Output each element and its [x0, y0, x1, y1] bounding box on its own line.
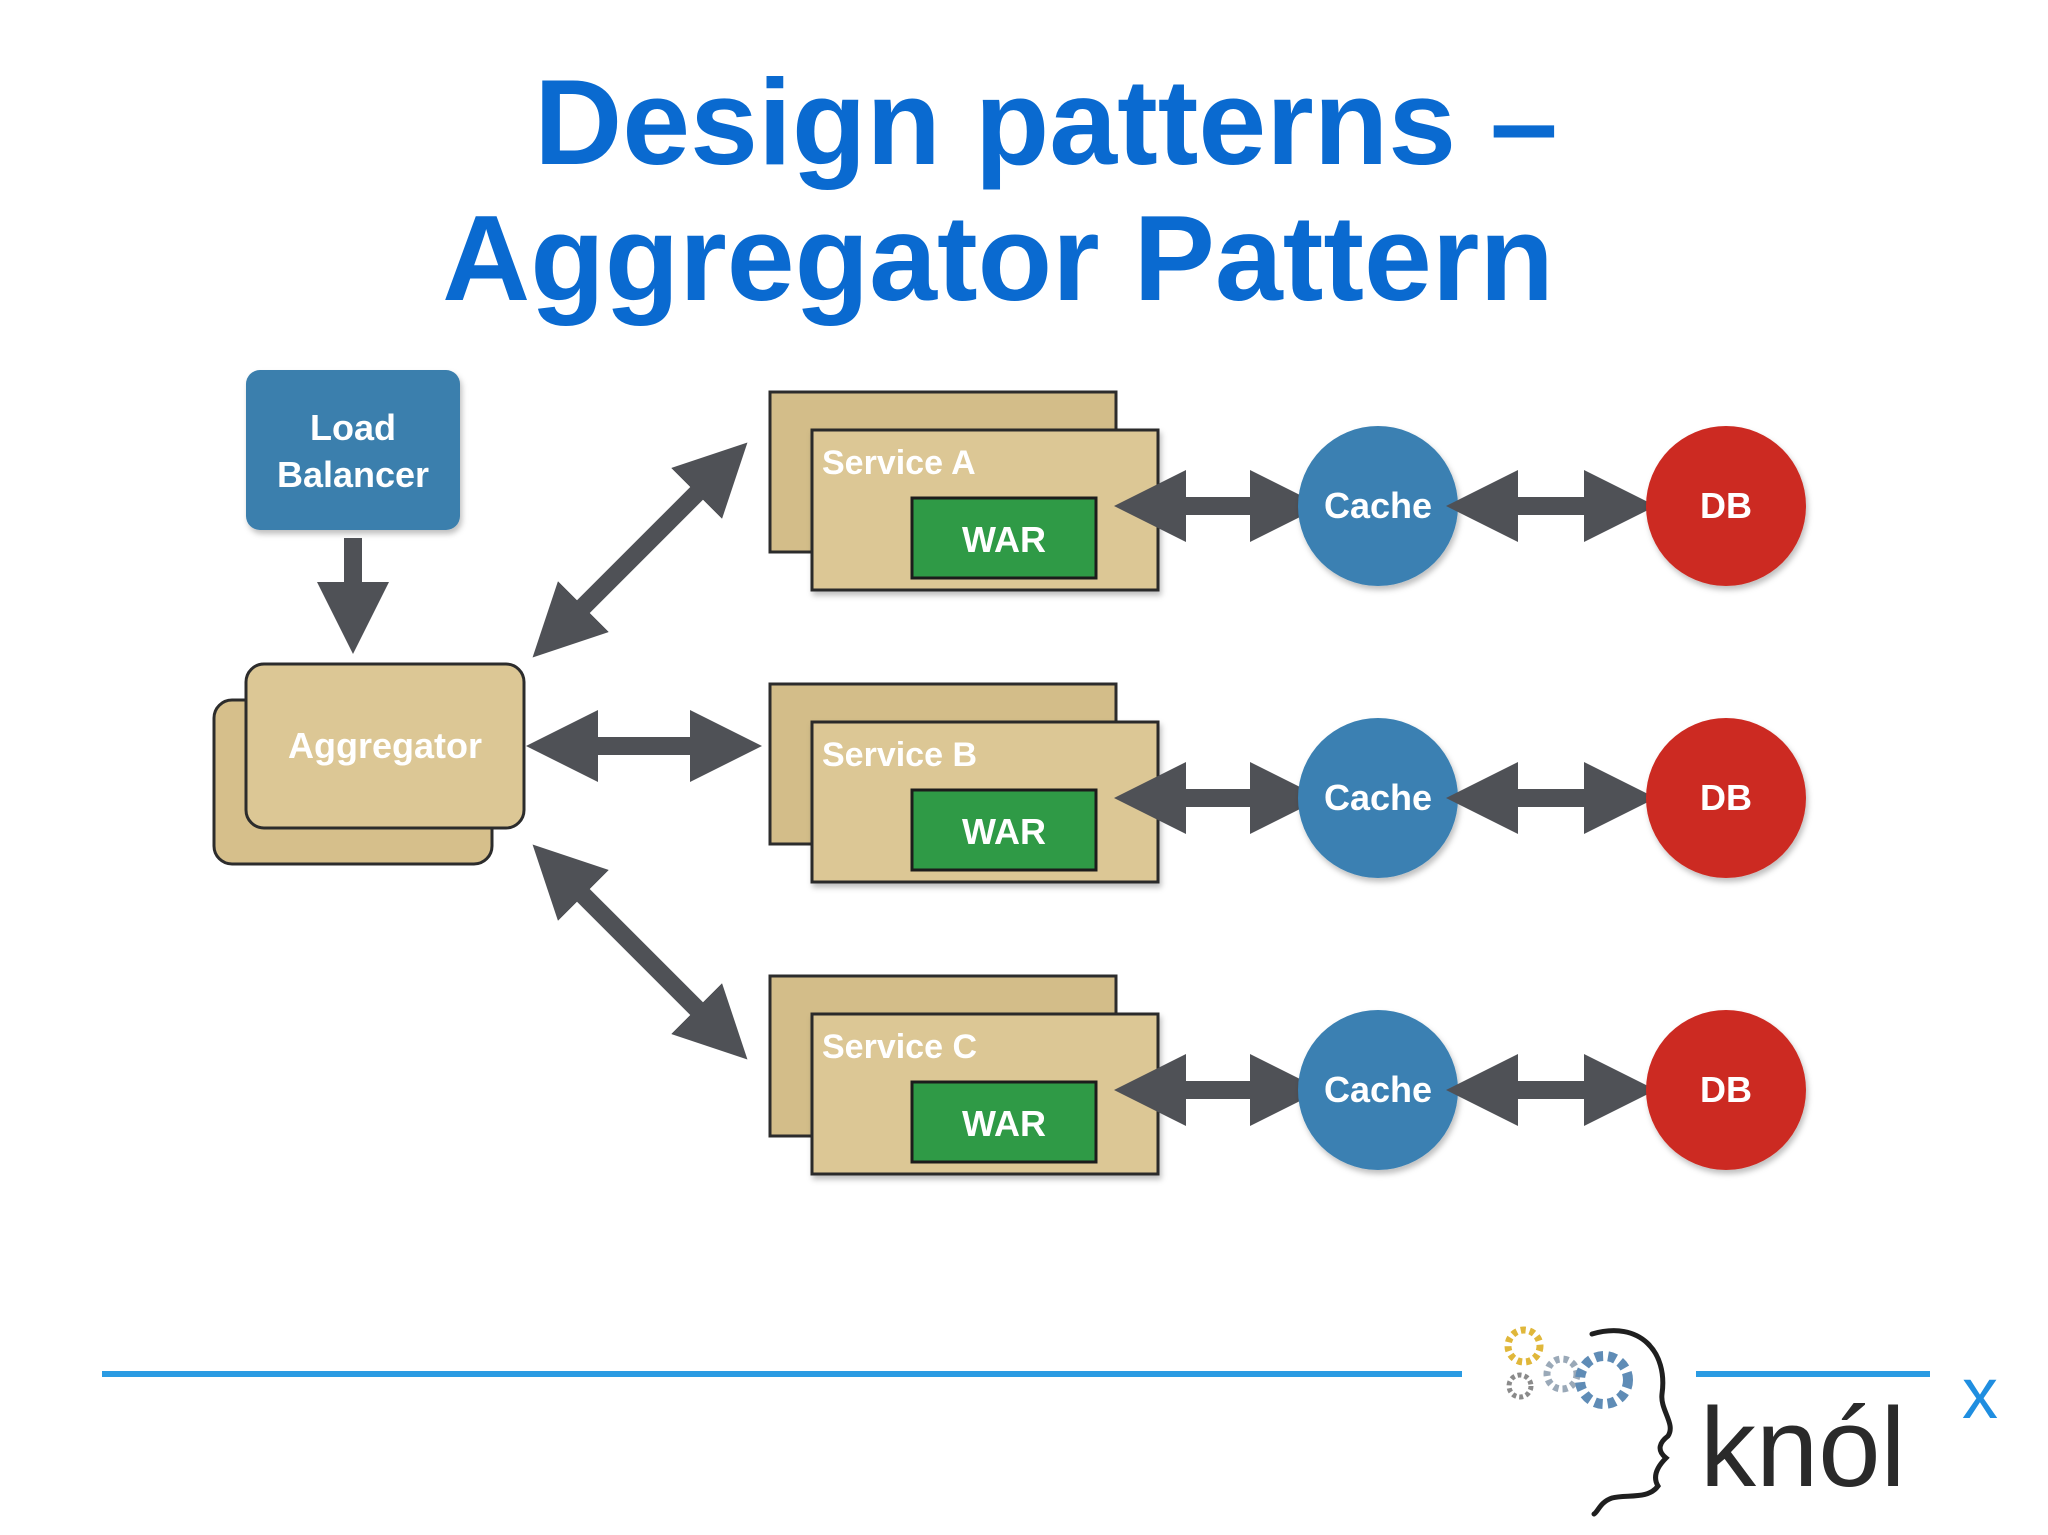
- cache-node: [1298, 718, 1458, 878]
- cache-label: Cache: [1324, 485, 1432, 526]
- war-label: WAR: [962, 811, 1046, 852]
- db-node: [1646, 718, 1806, 878]
- db-label: DB: [1700, 777, 1752, 818]
- db-node: [1646, 426, 1806, 586]
- db-node: [1646, 1010, 1806, 1170]
- war-label: WAR: [962, 1103, 1046, 1144]
- aggregator-box: [212, 662, 526, 866]
- cache-label: Cache: [1324, 777, 1432, 818]
- aggregator-label: Aggregator: [288, 725, 482, 766]
- service-row: Service C WAR Cache DB: [768, 974, 1806, 1176]
- service-label: Service A: [822, 444, 976, 482]
- logo-superscript: x: [1962, 1354, 1998, 1434]
- load-balancer: [246, 370, 460, 530]
- db-label: DB: [1700, 1069, 1752, 1110]
- service-row: Service A WAR Cache DB: [768, 390, 1806, 592]
- slide-title-line-1: Design patterns –: [534, 54, 1558, 190]
- service-label: Service C: [822, 1028, 977, 1066]
- service-row: Service B WAR Cache DB: [768, 682, 1806, 884]
- load-balancer-label-line-2: Balancer: [277, 454, 429, 495]
- aggregator-service-c-arrow: [532, 844, 748, 1060]
- cache-node: [1298, 426, 1458, 586]
- logo-wordmark: knól: [1700, 1385, 1905, 1510]
- load-balancer-label-line-1: Load: [310, 407, 396, 448]
- cache-node: [1298, 1010, 1458, 1170]
- war-label: WAR: [962, 519, 1046, 560]
- war-box: [910, 788, 1098, 872]
- db-label: DB: [1700, 485, 1752, 526]
- gear-dots-icon: [1504, 1326, 1633, 1409]
- service-label: Service B: [822, 736, 977, 774]
- head-profile-icon: [1589, 1328, 1673, 1517]
- war-box: [910, 1080, 1098, 1164]
- aggregator-service-a-arrow: [532, 442, 748, 658]
- knolx-logo: knól x: [1504, 1326, 1998, 1517]
- war-box: [910, 496, 1098, 580]
- slide-title-line-2: Aggregator Pattern: [442, 190, 1554, 326]
- cache-label: Cache: [1324, 1069, 1432, 1110]
